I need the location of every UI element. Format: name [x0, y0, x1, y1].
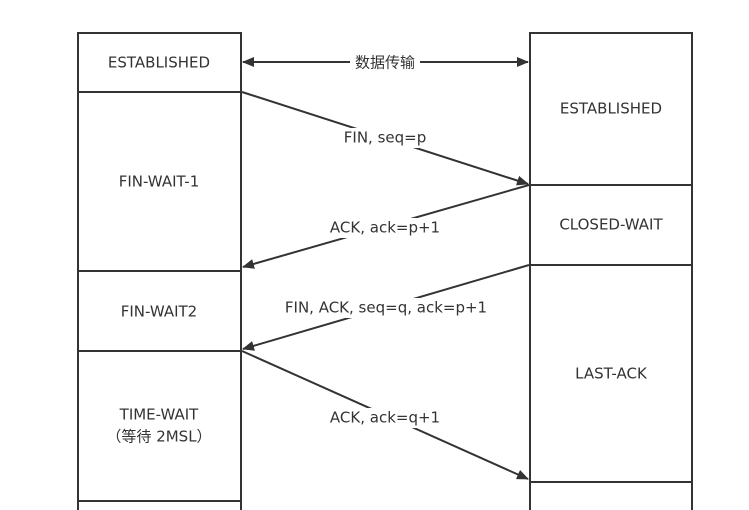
right-established-box — [529, 32, 693, 186]
data-transfer-label: 数据传输 — [355, 54, 415, 72]
fin-wait-1-box — [77, 91, 242, 272]
right-next-box — [529, 481, 693, 510]
fin-wait-2-box — [77, 270, 242, 352]
fin-ack-label: FIN, ACK, seq=q, ack=p+1 — [285, 299, 487, 317]
fin-wait-1-label: FIN-WAIT-1 — [119, 173, 200, 191]
time-wait-label: TIME-WAIT — [119, 406, 200, 424]
ack1-label: ACK, ack=p+1 — [330, 219, 440, 237]
right-established-label: ESTABLISHED — [560, 100, 662, 118]
time-wait-box — [77, 350, 242, 502]
closed-wait-label: CLOSED-WAIT — [559, 216, 663, 234]
ack2-arrow: ACK, ack=q+1 — [241, 350, 529, 480]
time-wait-note: （等待 2MSL） — [106, 428, 211, 446]
ack1-arrow: ACK, ack=p+1 — [242, 184, 530, 269]
left-column: ESTABLISHED FIN-WAIT-1 FIN-WAIT2 TIME-WA… — [77, 32, 242, 510]
last-ack-label: LAST-ACK — [575, 365, 648, 383]
left-established-label: ESTABLISHED — [108, 54, 210, 72]
fin-wait-2-label: FIN-WAIT2 — [121, 303, 197, 321]
data-transfer-arrow: 数据传输 — [242, 53, 529, 73]
ack2-label: ACK, ack=q+1 — [330, 409, 440, 427]
left-next-box — [77, 500, 242, 510]
last-ack-box — [529, 264, 693, 483]
left-established-box — [77, 32, 242, 93]
right-column: ESTABLISHED CLOSED-WAIT LAST-ACK — [529, 32, 693, 510]
fin-arrow: FIN, seq=p — [241, 91, 529, 186]
fin-ack-arrow: FIN, ACK, seq=q, ack=p+1 — [242, 264, 530, 351]
fin-label: FIN, seq=p — [344, 129, 426, 147]
